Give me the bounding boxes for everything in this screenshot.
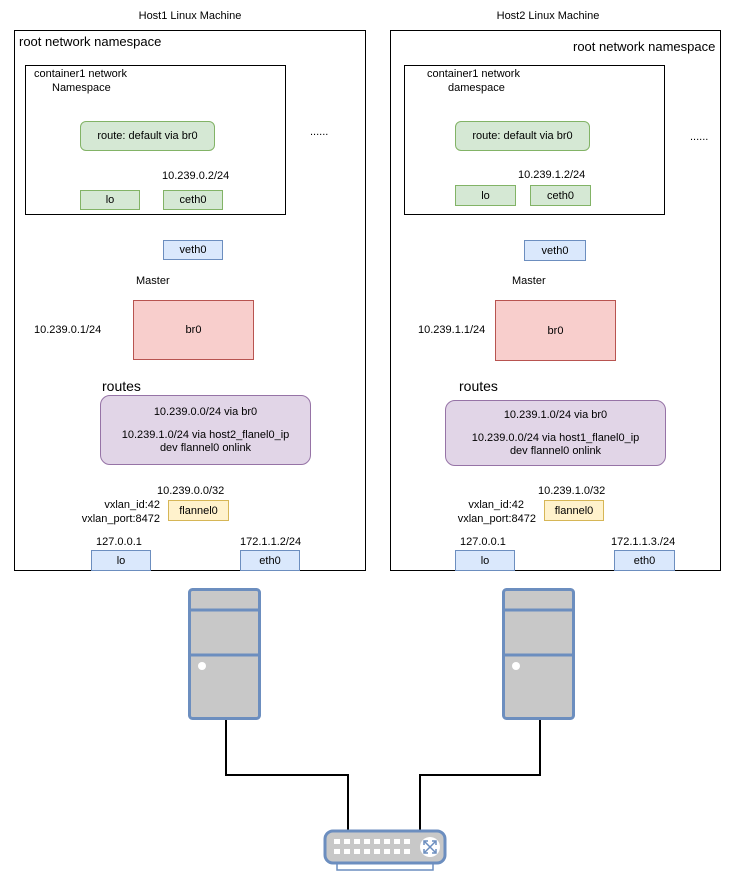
host2-flannel0: flannel0 [544, 500, 604, 521]
host1-route-entry-2: 10.239.1.0/24 via host2_flanel0_ip [121, 428, 290, 441]
host1-br-ip: 10.239.0.1/24 [34, 324, 102, 336]
host1-master-label: Master [136, 275, 170, 287]
host2-container-route: route: default via br0 [455, 121, 590, 151]
host2-vxlan-port: vxlan_port:8472 [457, 513, 536, 525]
server-tower-icon [502, 588, 575, 720]
host2-title: Host2 Linux Machine [496, 10, 600, 22]
host2-vxlan-id: vxlan_id:42 [468, 499, 524, 511]
host1-routes-title: routes [102, 378, 141, 394]
host1-container-lo: lo [80, 190, 140, 210]
host2-ceth0: ceth0 [530, 185, 591, 206]
host2-eth0: eth0 [614, 550, 675, 571]
host1-root-namespace-label: root network namespace [19, 34, 162, 49]
host2-container-lo: lo [455, 185, 516, 206]
server2-cable [419, 718, 541, 832]
host2-container-ns-label-2: damespace [448, 82, 505, 94]
server1-cable [225, 718, 349, 832]
host2-master-label: Master [512, 275, 546, 287]
host1-container-ip: 10.239.0.2/24 [162, 170, 230, 182]
host2-routes-table: 10.239.1.0/24 via br0 10.239.0.0/24 via … [445, 400, 666, 466]
host2-routes-title: routes [459, 378, 498, 394]
host2-br0: br0 [495, 300, 616, 361]
host2-route-entry-3: dev flannel0 onlink [509, 444, 602, 457]
host2-route-entry-1: 10.239.1.0/24 via br0 [503, 408, 608, 421]
host1-lo-ip: 127.0.0.1 [96, 536, 142, 548]
host1-veth0: veth0 [163, 240, 223, 260]
network-switch-icon [323, 829, 447, 871]
host1-ceth0: ceth0 [163, 190, 223, 210]
host1-container-ns-label-1: container1 network [34, 68, 127, 80]
host1-container-route: route: default via br0 [80, 121, 215, 151]
server-tower-icon [188, 588, 261, 720]
host1-host-lo: lo [91, 550, 151, 571]
host2-veth0: veth0 [524, 240, 586, 261]
host2-root-namespace-label: root network namespace [573, 39, 716, 54]
host1-flannel0: flannel0 [168, 500, 229, 521]
host2-flannel-ip: 10.239.1.0/32 [538, 485, 606, 497]
host1-route-entry-1: 10.239.0.0/24 via br0 [153, 405, 258, 418]
host1-flannel-ip: 10.239.0.0/32 [157, 485, 225, 497]
host1-vxlan-port: vxlan_port:8472 [81, 513, 160, 525]
host2-eth-ip: 172.1.1.3./24 [611, 536, 676, 548]
host1-title: Host1 Linux Machine [138, 10, 242, 22]
host1-route-entry-3: dev flannel0 onlink [159, 441, 252, 454]
host1-br0: br0 [133, 300, 254, 360]
host1-ellipsis: ...... [310, 126, 329, 138]
host1-container-ns-label-2: Namespace [52, 82, 111, 94]
host2-container-ip: 10.239.1.2/24 [518, 169, 586, 181]
host2-lo-ip: 127.0.0.1 [460, 536, 506, 548]
host2-route-entry-2: 10.239.0.0/24 via host1_flanel0_ip [471, 431, 640, 444]
host1-routes-table: 10.239.0.0/24 via br0 10.239.1.0/24 via … [100, 395, 311, 465]
host1-eth0: eth0 [240, 550, 300, 571]
host2-br-ip: 10.239.1.1/24 [418, 324, 486, 336]
host2-ellipsis: ...... [690, 131, 709, 143]
host1-eth-ip: 172.1.1.2/24 [240, 536, 302, 548]
host2-host-lo: lo [455, 550, 515, 571]
host2-container-ns-label-1: container1 network [427, 68, 520, 80]
host1-vxlan-id: vxlan_id:42 [104, 499, 160, 511]
